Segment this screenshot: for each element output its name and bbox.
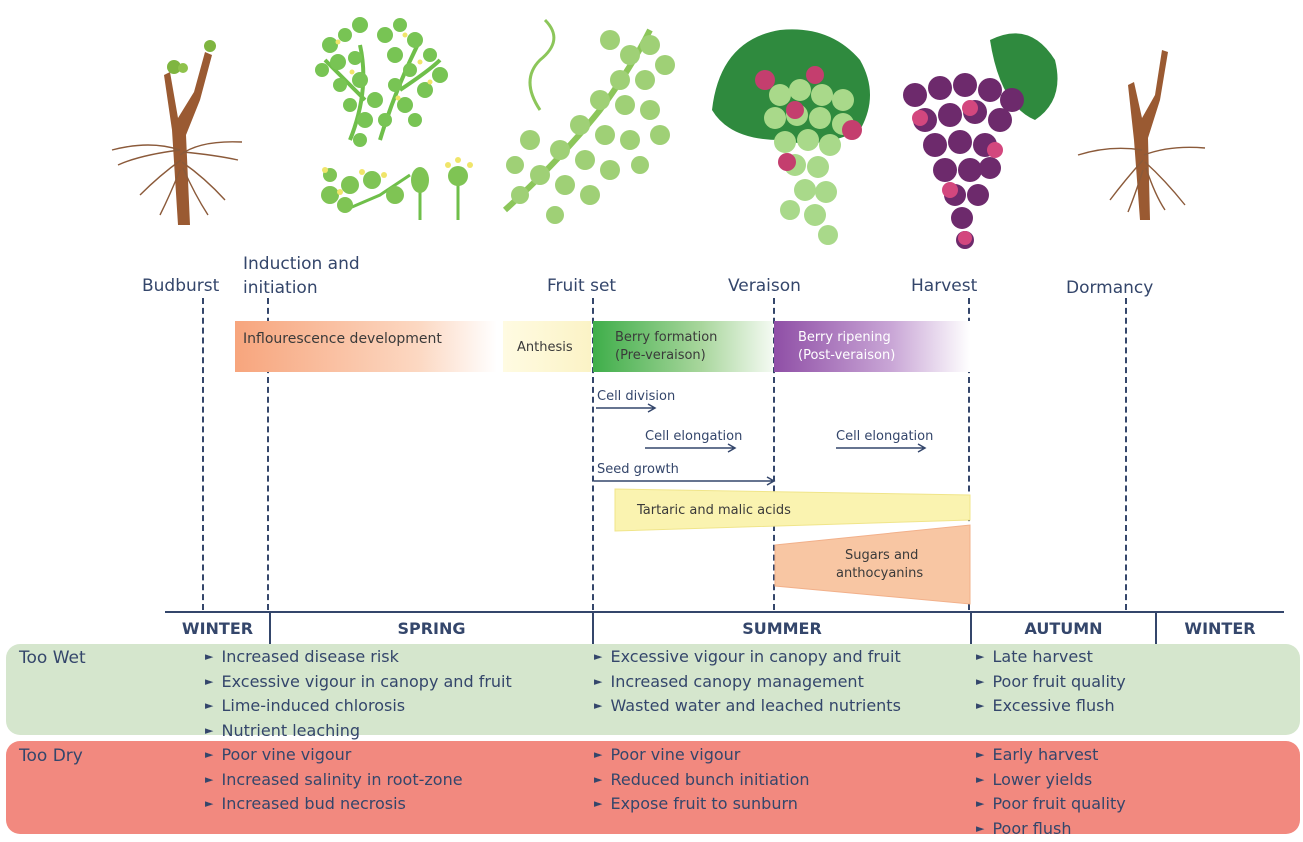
list-item: Poor fruit quality bbox=[976, 793, 1126, 818]
too-wet-summer-list: Excessive vigour in canopy and fruit Inc… bbox=[594, 646, 901, 720]
season-winter: WINTER bbox=[165, 612, 270, 646]
list-item: Late harvest bbox=[976, 646, 1126, 671]
list-item: Lower yields bbox=[976, 769, 1126, 794]
too-dry-label: Too Dry bbox=[19, 746, 83, 766]
too-wet-autumn-list: Late harvest Poor fruit quality Excessiv… bbox=[976, 646, 1126, 720]
season-summer: SUMMER bbox=[593, 612, 971, 646]
season-winter-end: WINTER bbox=[1156, 612, 1284, 646]
list-item: Wasted water and leached nutrients bbox=[594, 695, 901, 720]
too-dry-summer-list: Poor vine vigour Reduced bunch initiatio… bbox=[594, 744, 810, 818]
list-item: Increased salinity in root-zone bbox=[205, 769, 463, 794]
too-dry-autumn-list: Early harvest Lower yields Poor fruit qu… bbox=[976, 744, 1126, 842]
list-item: Reduced bunch initiation bbox=[594, 769, 810, 794]
season-spring: SPRING bbox=[270, 612, 593, 646]
too-wet-label: Too Wet bbox=[19, 648, 86, 668]
list-item: Excessive flush bbox=[976, 695, 1126, 720]
too-wet-spring-list: Increased disease risk Excessive vigour … bbox=[205, 646, 512, 744]
list-item: Poor vine vigour bbox=[205, 744, 463, 769]
list-item: Lime-induced chlorosis bbox=[205, 695, 512, 720]
list-item: Poor flush bbox=[976, 818, 1126, 842]
season-autumn: AUTUMN bbox=[971, 612, 1156, 646]
list-item: Expose fruit to sunburn bbox=[594, 793, 810, 818]
list-item: Increased canopy management bbox=[594, 671, 901, 696]
list-item: Excessive vigour in canopy and fruit bbox=[594, 646, 901, 671]
list-item: Excessive vigour in canopy and fruit bbox=[205, 671, 512, 696]
list-item: Early harvest bbox=[976, 744, 1126, 769]
season-strip-lines bbox=[0, 0, 1303, 660]
list-item: Poor vine vigour bbox=[594, 744, 810, 769]
list-item: Poor fruit quality bbox=[976, 671, 1126, 696]
too-dry-spring-list: Poor vine vigour Increased salinity in r… bbox=[205, 744, 463, 818]
list-item: Increased disease risk bbox=[205, 646, 512, 671]
list-item: Increased bud necrosis bbox=[205, 793, 463, 818]
